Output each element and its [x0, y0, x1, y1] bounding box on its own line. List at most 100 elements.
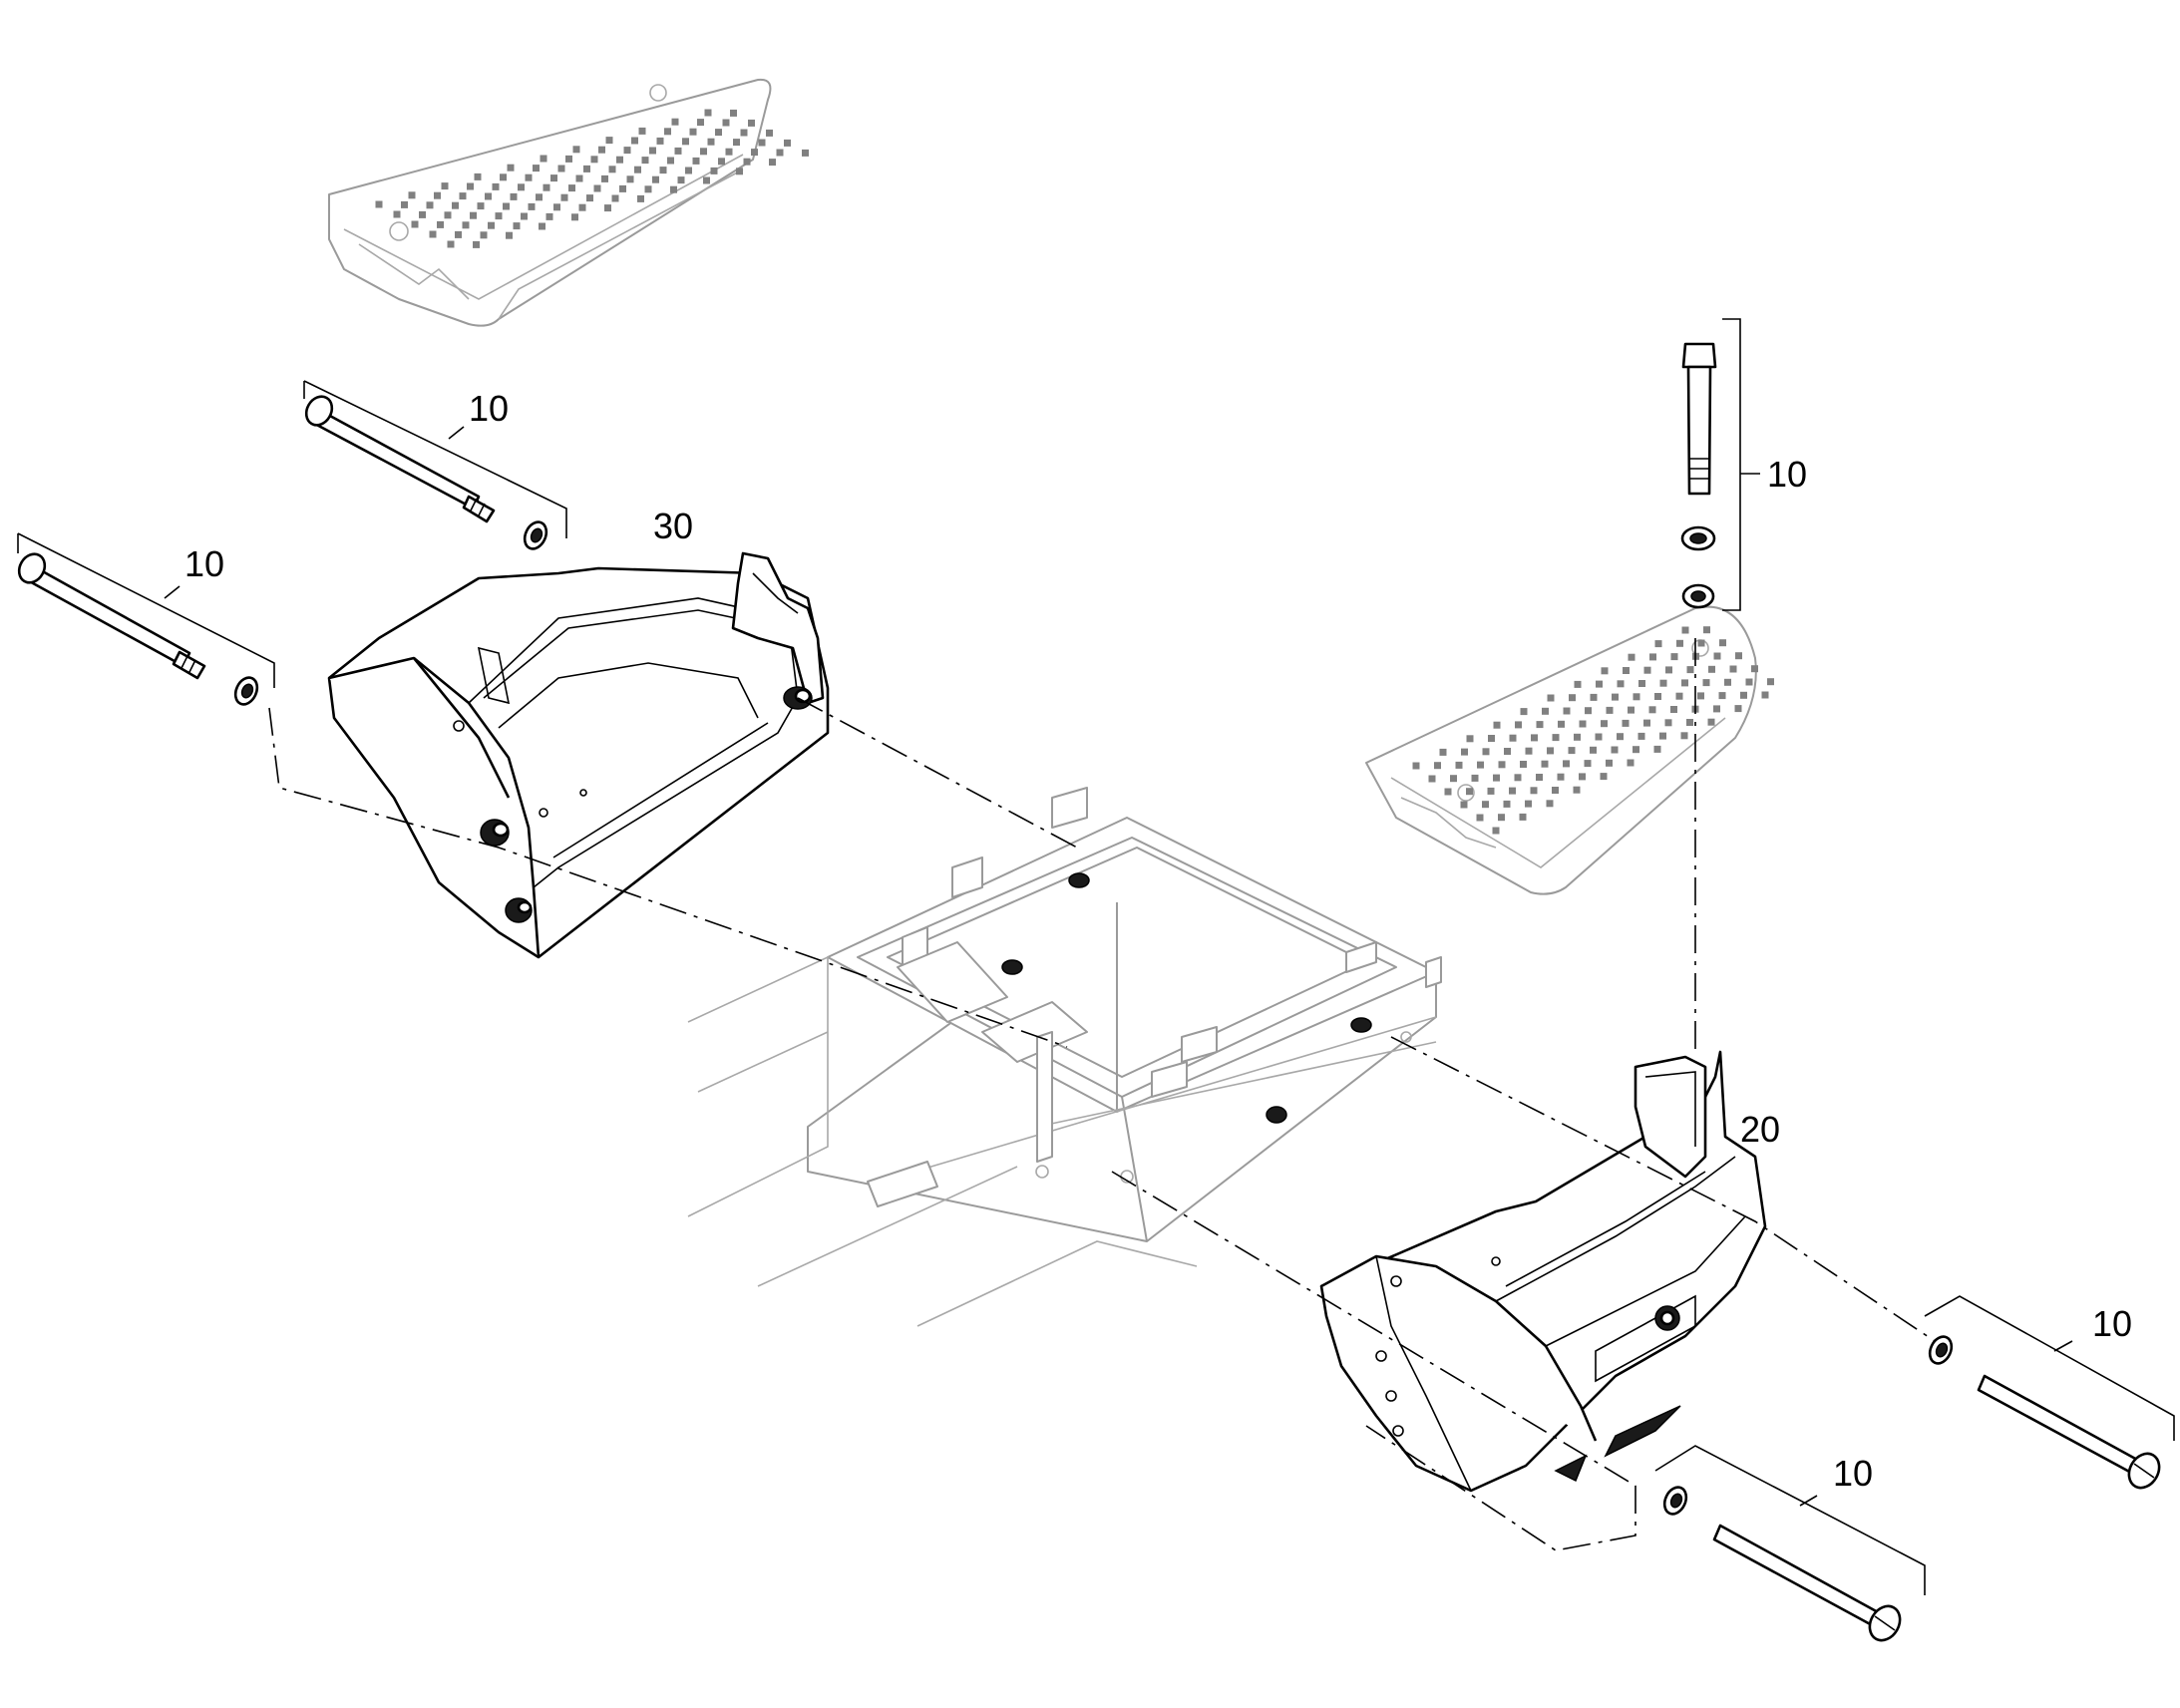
perforation: [637, 194, 644, 202]
perforation: [1686, 719, 1693, 726]
perforation: [605, 137, 613, 145]
perforation: [1643, 719, 1650, 727]
perforation: [1412, 762, 1420, 770]
perforation: [536, 193, 543, 201]
perforation: [401, 200, 408, 208]
perforation: [1515, 721, 1522, 729]
perforation: [513, 222, 521, 230]
perforation: [1477, 761, 1484, 769]
bolt-upper-left: [304, 395, 496, 523]
perforation: [1627, 759, 1635, 767]
perforation: [586, 194, 593, 202]
perforation: [455, 230, 462, 238]
callout-step-right: 20: [1740, 1109, 1780, 1150]
perforation: [1541, 760, 1549, 768]
perforation: [1664, 719, 1672, 727]
callout-bolt-set-right-lower: 10: [1833, 1453, 1873, 1494]
perforation: [1670, 653, 1678, 661]
assembly-lines: [268, 638, 1936, 1551]
perforation: [1745, 678, 1753, 686]
perforation: [1498, 814, 1505, 822]
perforation: [758, 139, 766, 147]
perforation: [1713, 705, 1720, 713]
perforation: [1573, 786, 1581, 794]
perforation: [1735, 652, 1742, 660]
perforation: [1686, 666, 1694, 674]
washer-vertical-lower: [1681, 583, 1715, 609]
perforation: [1719, 639, 1726, 647]
perforation: [1638, 680, 1645, 687]
perforation: [1622, 719, 1630, 727]
perforation: [664, 128, 671, 136]
callout-bolt-set-vertical: 10: [1767, 454, 1807, 495]
perforation: [1761, 691, 1769, 699]
perforation: [1670, 706, 1677, 713]
perforation: [1531, 734, 1538, 742]
callout-brackets: [17, 318, 2175, 1595]
perforation: [503, 202, 510, 210]
perforation: [1653, 745, 1661, 753]
perforation: [718, 158, 725, 166]
perforation: [766, 129, 773, 137]
perforation: [703, 176, 710, 184]
perforation: [1514, 774, 1522, 782]
perforation: [707, 138, 715, 146]
perforation: [1547, 694, 1555, 702]
perforation: [685, 167, 692, 174]
perforation: [1649, 653, 1656, 661]
perforation: [1595, 733, 1603, 741]
perforation: [507, 164, 515, 171]
perforation: [590, 156, 598, 164]
perforation: [1702, 679, 1710, 687]
perforation: [1482, 801, 1489, 809]
vehicle-frame: [687, 787, 1442, 1327]
perforation: [784, 139, 791, 147]
perforation: [1504, 748, 1511, 755]
perforation: [539, 222, 545, 230]
perforation: [543, 183, 550, 191]
perforation: [659, 167, 667, 174]
perforation: [1596, 680, 1603, 688]
perforation: [748, 119, 755, 127]
perforation: [1488, 735, 1495, 742]
perforation: [565, 155, 572, 163]
perforation: [652, 175, 659, 183]
perforation: [1680, 732, 1688, 740]
perforation: [1729, 665, 1737, 673]
washer-right-upper: [1928, 1335, 1954, 1365]
perforation: [667, 157, 674, 165]
perforation: [1697, 692, 1704, 700]
perforation: [1536, 721, 1544, 729]
perforation: [1585, 707, 1592, 715]
perforation: [1751, 665, 1758, 673]
perforation: [1563, 707, 1571, 715]
callout-labels: 10 10 10 30 20 10 10: [184, 388, 2132, 1494]
perforation: [730, 109, 737, 117]
perforation: [473, 240, 480, 248]
perforation: [616, 156, 623, 164]
perforation: [470, 211, 477, 219]
perforation: [1703, 626, 1710, 634]
perforation: [601, 174, 608, 182]
perforation: [638, 127, 646, 135]
perforation: [1536, 774, 1543, 781]
perforation: [704, 109, 712, 117]
perforation: [550, 174, 557, 182]
perforation: [1628, 706, 1635, 714]
perforation: [1579, 773, 1586, 781]
perforation: [426, 201, 434, 209]
perforation: [408, 191, 416, 199]
perforation: [441, 182, 449, 190]
perforation: [1444, 788, 1452, 796]
tread-plate-right: [1365, 605, 1774, 895]
perforation: [500, 173, 507, 181]
perforation: [1520, 761, 1527, 768]
perforation: [692, 157, 700, 165]
perforation: [1617, 680, 1625, 688]
perforation: [674, 147, 682, 155]
perforation: [656, 137, 664, 145]
perforation: [1617, 733, 1624, 741]
perforation: [631, 137, 638, 145]
perforation: [608, 166, 616, 173]
